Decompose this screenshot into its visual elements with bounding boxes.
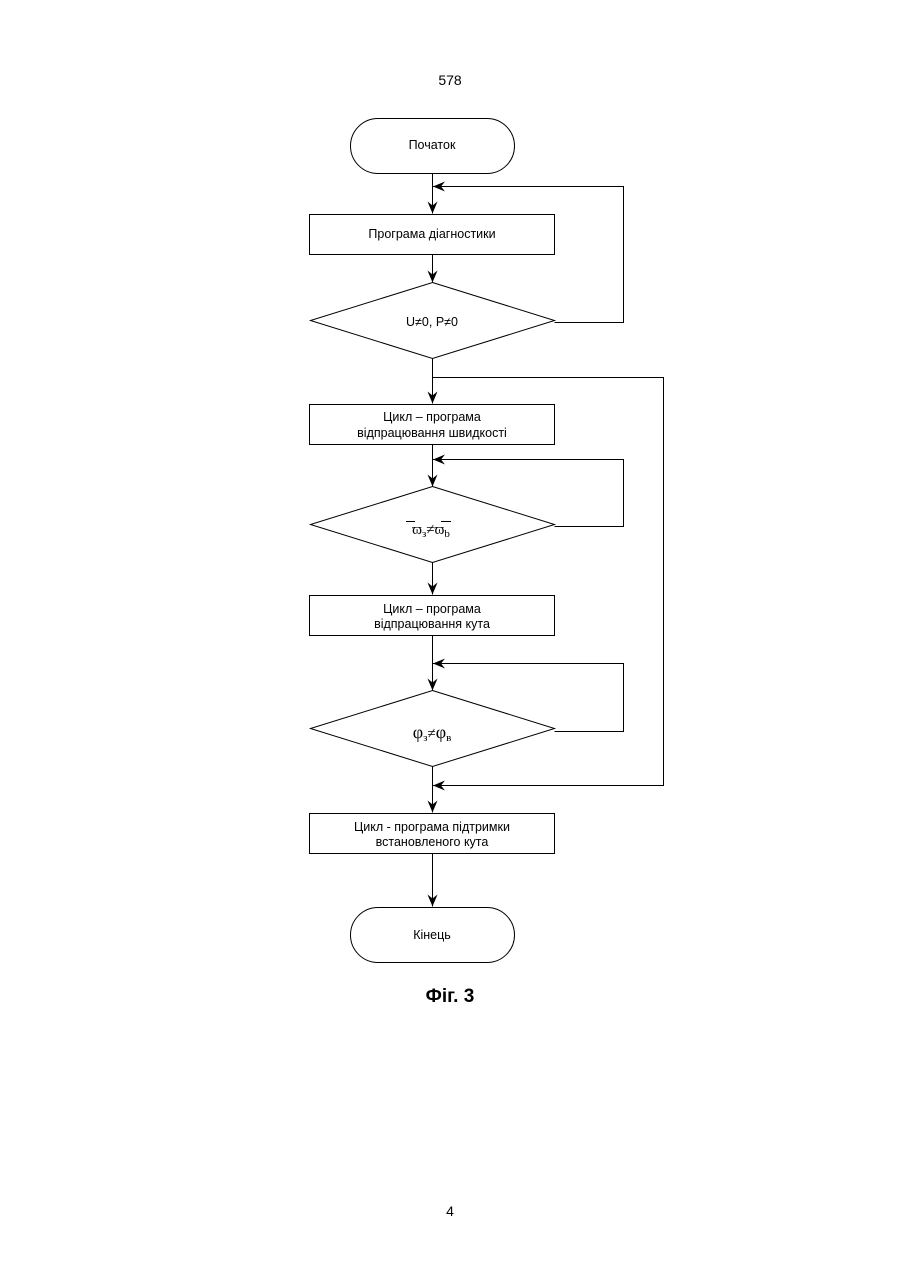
start-label: Початок	[409, 138, 456, 152]
power-decision-label: U≠0, P≠0	[406, 315, 458, 329]
end-label: Кінець	[413, 928, 451, 942]
speed-loop-label-2: відпрацювання швидкості	[357, 426, 507, 440]
diagnostics-label: Програма діагностики	[368, 227, 495, 241]
hold-loop-label-2: встановленого кута	[376, 835, 489, 849]
speed-loop-label-1: Цикл – програма	[383, 410, 481, 424]
page-number: 4	[446, 1203, 454, 1219]
figure-caption: Фіг. 3	[426, 986, 475, 1007]
page-header: 578	[438, 72, 462, 88]
angle-loop-label-1: Цикл – програма	[383, 602, 481, 616]
angle-decision-label: φз≠φв	[413, 722, 452, 744]
angle-loop-label-2: відпрацювання кута	[374, 617, 490, 631]
hold-loop-label-1: Цикл - програма підтримки	[354, 820, 510, 834]
